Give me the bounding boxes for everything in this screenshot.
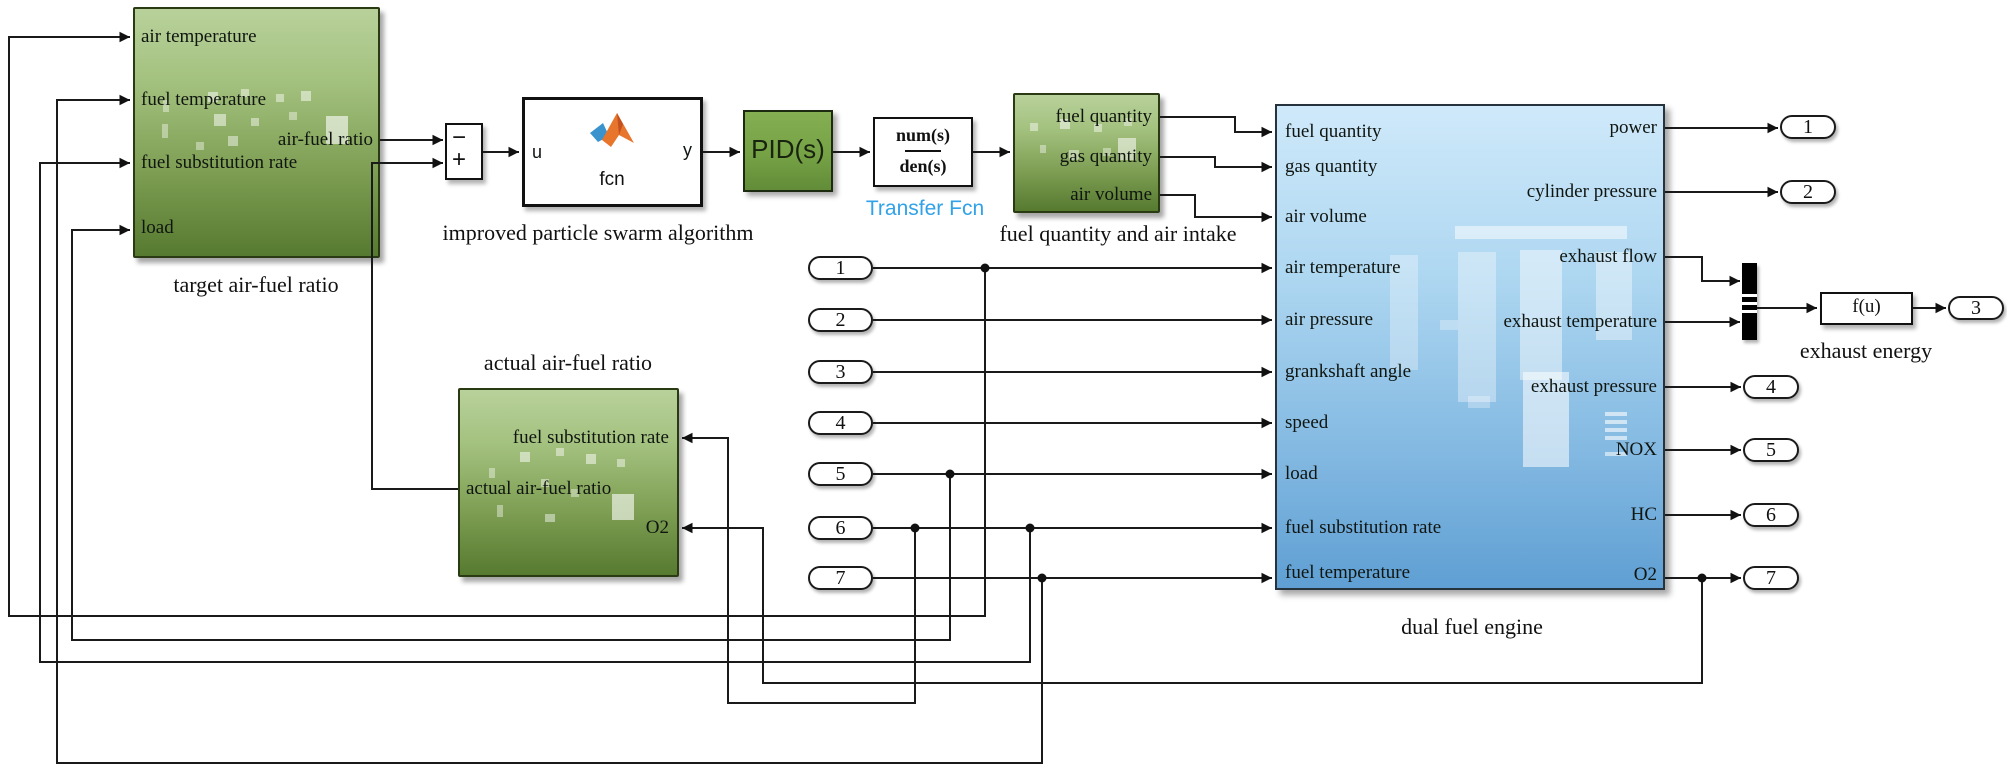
inport-3[interactable]: 3	[808, 360, 873, 384]
actual-block-caption[interactable]: actual air-fuel ratio	[483, 350, 653, 375]
inport-2[interactable]: 2	[808, 308, 873, 332]
pid-controller-block[interactable]	[743, 110, 833, 192]
mux-stripe	[1742, 310, 1757, 313]
outport-6[interactable]: 6	[1743, 503, 1799, 527]
engine-input-label: gas quantity	[1285, 156, 1378, 177]
sum-minus-sign: −	[452, 124, 467, 151]
dual-fuel-engine-block[interactable]	[1275, 104, 1665, 590]
inport-1[interactable]: 1	[808, 256, 873, 280]
pso-block-caption[interactable]: improved particle swarm algorithm	[442, 220, 754, 245]
sum-block[interactable]	[445, 123, 483, 180]
intake-output-label: gas quantity	[1059, 146, 1152, 167]
fcn-fu-block[interactable]	[1820, 292, 1913, 325]
engine-block-caption[interactable]: dual fuel engine	[1401, 614, 1543, 639]
engine-output-label: cylinder pressure	[1526, 181, 1657, 202]
inport-7[interactable]: 7	[808, 566, 873, 590]
branch-dot	[1025, 523, 1035, 533]
actual-output-label: actual air-fuel ratio	[466, 478, 612, 499]
fcn-caption: fcn	[599, 169, 625, 190]
target-input-label: fuel temperature	[141, 89, 267, 110]
sum-plus-sign: +	[452, 146, 467, 173]
feedback-fuel-temperature[interactable]	[56, 94, 1043, 764]
target-input-label: air temperature	[141, 26, 257, 47]
branch-dot	[945, 469, 955, 479]
engine-input-label: speed	[1285, 412, 1329, 433]
engine-input-label: fuel substitution rate	[1285, 517, 1442, 538]
feedback-fsr-to-actual[interactable]	[682, 432, 916, 704]
inport-6[interactable]: 6	[808, 516, 873, 540]
engine-output-label: NOX	[1615, 439, 1657, 460]
actual-air-fuel-ratio-block[interactable]	[458, 388, 679, 577]
intake-output-label: air volume	[1070, 184, 1152, 205]
engine-output-label: O2	[1633, 564, 1657, 585]
inport-5[interactable]: 5	[808, 462, 873, 486]
actual-input-label: O2	[645, 517, 669, 538]
mux-block[interactable]	[1742, 263, 1757, 340]
feedback-load[interactable]	[71, 224, 951, 641]
wire-exhaust-flow[interactable]	[1665, 256, 1740, 287]
intake-block-caption[interactable]: fuel quantity and air intake	[999, 221, 1237, 246]
outport-1[interactable]: 1	[1780, 115, 1836, 139]
transfer-fcn-block[interactable]	[873, 117, 973, 187]
target-output-label: air-fuel ratio	[277, 129, 373, 150]
engine-input-label: fuel quantity	[1285, 121, 1382, 142]
engine-output-label: exhaust pressure	[1530, 376, 1657, 397]
mux-stripe	[1742, 302, 1757, 305]
fcn-output-label: y	[683, 140, 692, 160]
feedback-air-temperature[interactable]	[8, 31, 986, 617]
wire-actual-to-sum[interactable]	[371, 157, 458, 490]
outport-7[interactable]: 7	[1743, 566, 1799, 590]
engine-input-label: fuel temperature	[1285, 562, 1411, 583]
target-input-label: load	[141, 217, 174, 238]
engine-output-label: exhaust flow	[1559, 246, 1657, 267]
outport-2[interactable]: 2	[1780, 180, 1836, 204]
matlab-function-block[interactable]	[522, 97, 703, 207]
intake-output-label: fuel quantity	[1055, 106, 1152, 127]
mux-stripe	[1742, 294, 1757, 297]
feedback-fuel-substitution-rate[interactable]	[39, 157, 1031, 663]
engine-input-label: air temperature	[1285, 257, 1401, 278]
branch-dot	[910, 523, 920, 533]
outport-5[interactable]: 5	[1743, 438, 1799, 462]
engine-input-label: load	[1285, 463, 1318, 484]
matlab-logo-icon	[588, 110, 638, 152]
fcn-input-label: u	[532, 142, 543, 162]
pid-label: PID(s)	[751, 134, 825, 164]
feedback-o2-to-actual[interactable]	[682, 522, 1703, 684]
exhaust-energy-caption[interactable]: exhaust energy	[1799, 338, 1933, 363]
inport-4[interactable]: 4	[808, 411, 873, 435]
wire-gas-quantity[interactable]	[1160, 156, 1272, 173]
engine-output-label: exhaust temperature	[1503, 311, 1657, 332]
branch-dot	[980, 263, 990, 273]
transfer-fcn-numerator: num(s)	[895, 125, 950, 145]
transfer-fcn-denominator: den(s)	[899, 156, 947, 176]
engine-input-label: grankshaft angle	[1285, 361, 1412, 382]
outport-4[interactable]: 4	[1743, 375, 1799, 399]
fu-expression-label: f(u)	[1852, 296, 1881, 317]
engine-input-label: air pressure	[1285, 309, 1374, 330]
branch-dot	[1697, 573, 1707, 583]
fraction-bar	[905, 150, 941, 152]
wire-air-volume[interactable]	[1160, 194, 1272, 223]
engine-output-label: power	[1609, 117, 1657, 138]
wire-fuel-quantity[interactable]	[1160, 116, 1272, 138]
transfer-fcn-caption[interactable]: Transfer Fcn	[865, 197, 985, 220]
outport-3[interactable]: 3	[1948, 296, 2004, 320]
target-input-label: fuel substitution rate	[141, 152, 298, 173]
target-block-caption[interactable]: target air-fuel ratio	[173, 272, 339, 297]
engine-input-label: air volume	[1285, 206, 1367, 227]
branch-dot	[1037, 573, 1047, 583]
engine-output-label: HC	[1630, 504, 1657, 525]
actual-input-label: fuel substitution rate	[512, 427, 669, 448]
